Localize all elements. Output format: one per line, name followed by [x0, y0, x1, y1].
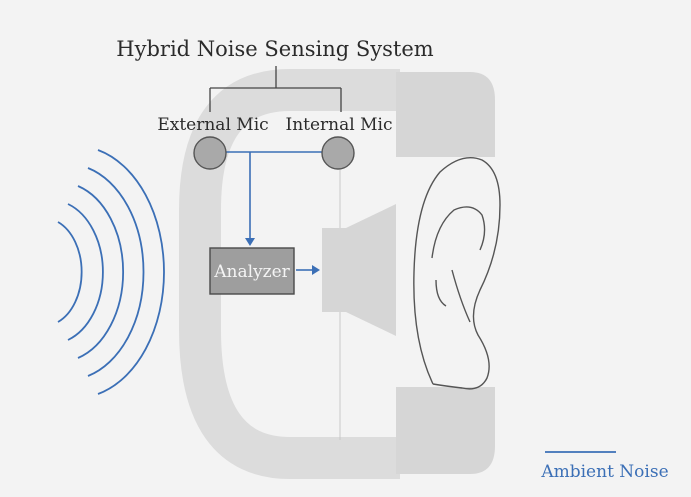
arrow-to-speaker — [312, 265, 320, 275]
analyzer-label: Analyzer — [213, 262, 290, 282]
external-mic — [193, 136, 227, 170]
title-bracket — [209, 66, 342, 112]
external-mic-label: External Mic — [157, 115, 268, 135]
arrow-to-analyzer — [245, 238, 255, 246]
top-earcup — [396, 72, 495, 157]
speaker-icon — [322, 204, 396, 336]
analyzer-box — [209, 247, 295, 295]
headband — [179, 69, 400, 479]
legend-label: Ambient Noise — [540, 462, 668, 482]
diagram-title: Hybrid Noise Sensing System — [116, 37, 433, 61]
bottom-earcup — [396, 387, 495, 474]
signal-lines — [226, 151, 322, 271]
internal-mic-label: Internal Mic — [286, 115, 393, 135]
ambient-noise-waves — [57, 149, 165, 395]
internal-mic — [321, 136, 355, 170]
ear-icon — [413, 157, 501, 390]
